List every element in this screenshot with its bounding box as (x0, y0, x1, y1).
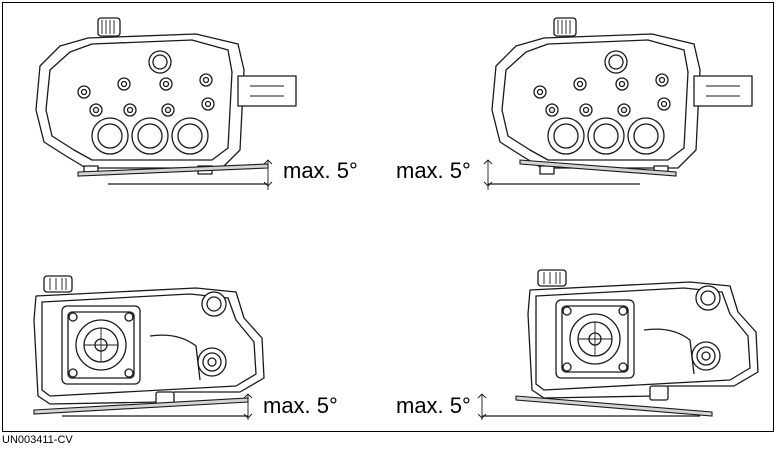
tilt-label-bottom-left: max. 5° (263, 393, 338, 418)
tilt-label-top-right: max. 5° (396, 158, 471, 183)
pump-side-view-bottom-right (477, 269, 759, 420)
pump-side-view-bottom-left (33, 275, 265, 420)
pump-front-view-top-right (483, 17, 753, 190)
reference-code: UN003411-CV (2, 434, 73, 446)
tilt-label-bottom-right: max. 5° (396, 393, 471, 418)
pump-front-view-top-left (35, 17, 297, 190)
tilt-label-top-left: max. 5° (283, 158, 358, 183)
